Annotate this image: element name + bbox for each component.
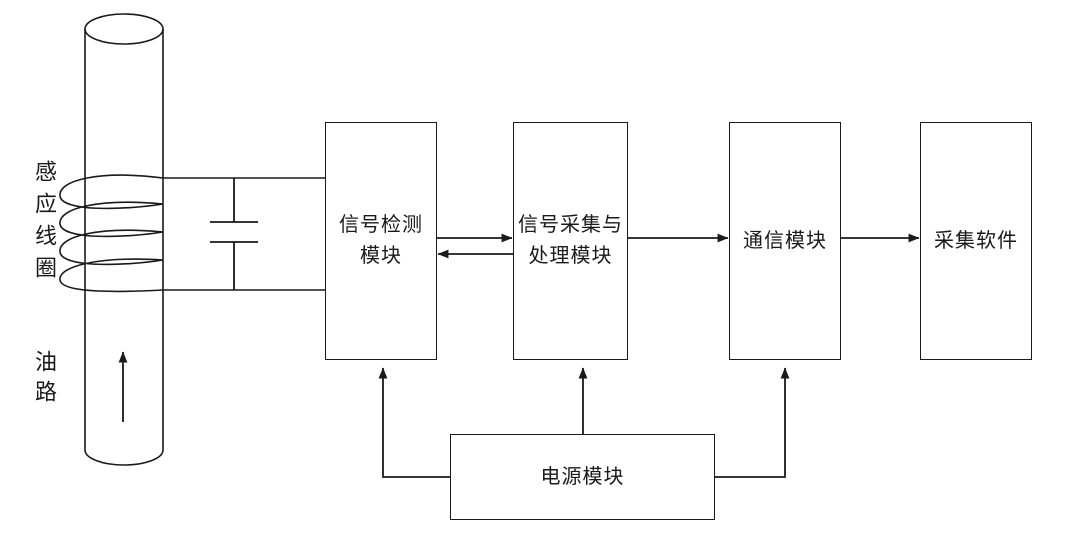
oil-path-label: 油路: [32, 350, 57, 410]
power-line-right: [715, 367, 790, 478]
induction-coil-graphic: [59, 174, 164, 293]
block-power: 电源模块: [450, 434, 715, 520]
block-signal-detection-label: 信号检测 模块: [339, 214, 423, 267]
block-signal-detection: 信号检测 模块: [325, 122, 437, 360]
block-signal-acquisition: 信号采集与 处理模块: [513, 122, 628, 360]
oil-pipe-graphic: [84, 13, 164, 466]
block-software: 采集软件: [920, 122, 1032, 360]
block-power-label: 电源模块: [540, 465, 625, 488]
power-line-left: [378, 367, 450, 478]
coil-label: 感应线圈: [32, 160, 57, 288]
block-signal-acquisition-label: 信号采集与 处理模块: [518, 214, 623, 267]
block-communication-label: 通信模块: [743, 229, 827, 252]
capacitor-icon: [210, 178, 258, 290]
block-communication: 通信模块: [729, 122, 841, 360]
block-software-label: 采集软件: [934, 229, 1018, 252]
